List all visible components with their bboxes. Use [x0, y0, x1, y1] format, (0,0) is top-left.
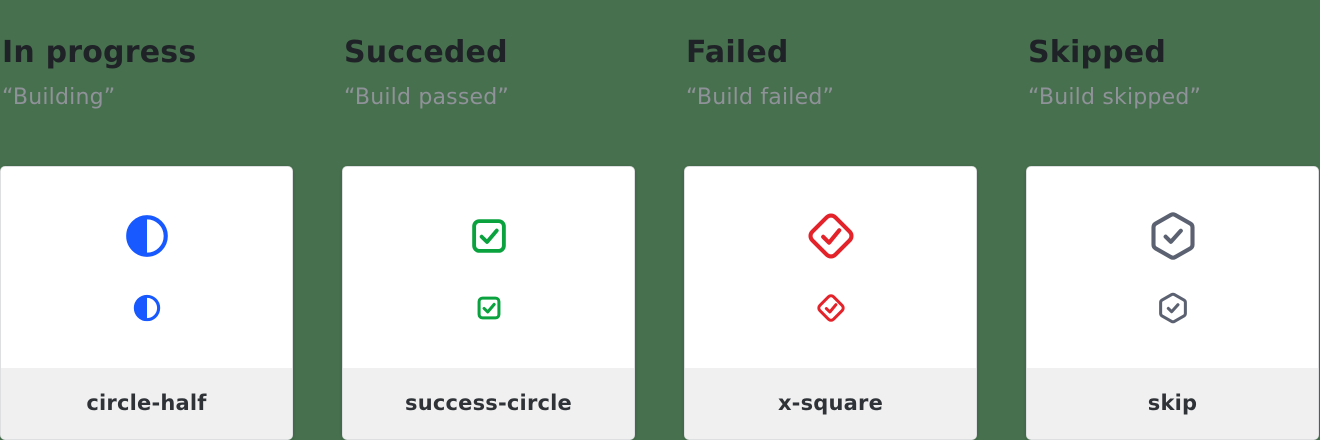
hexagon-check-icon-small — [1156, 291, 1189, 324]
status-title: In progress — [2, 35, 197, 70]
status-title: Succeded — [344, 35, 508, 70]
icon-card-footer: x-square — [685, 367, 976, 439]
status-title: Skipped — [1028, 35, 1167, 70]
status-quote: “Build skipped” — [1028, 84, 1202, 110]
status-quote: “Build failed” — [686, 84, 835, 110]
circle-half-icon-large — [122, 211, 172, 261]
check-square-icon-large — [468, 215, 510, 257]
check-square-icon-small — [475, 294, 503, 322]
icon-label: skip — [1147, 391, 1198, 416]
status-title: Failed — [686, 35, 789, 70]
status-column-succeded: Succeded “Build passed” succes — [342, 0, 635, 440]
icon-preview-area — [685, 166, 976, 368]
icon-card-skip: skip — [1026, 165, 1319, 440]
status-quote: “Building” — [2, 84, 116, 110]
circle-half-icon-small — [131, 292, 162, 323]
icon-preview-area — [1, 166, 292, 368]
icon-preview-area — [1027, 166, 1318, 368]
status-column-in-progress: In progress “Building” circle- — [0, 0, 293, 440]
status-column-failed: Failed “Build failed” x-square — [684, 0, 977, 440]
status-quote: “Build passed” — [344, 84, 510, 110]
icon-label: circle-half — [86, 391, 207, 416]
icon-card-footer: circle-half — [1, 367, 292, 439]
icon-card-x-square: x-square — [684, 165, 977, 440]
icon-card-circle-half: circle-half — [0, 165, 293, 440]
icon-card-footer: success-circle — [343, 367, 634, 439]
icon-card-footer: skip — [1027, 367, 1318, 439]
icon-label: success-circle — [405, 391, 572, 416]
diamond-check-icon-small — [815, 292, 846, 323]
status-column-skipped: Skipped “Build skipped” skip — [1026, 0, 1319, 440]
icon-label: x-square — [777, 391, 884, 416]
diamond-check-icon-large — [805, 210, 857, 262]
icon-preview-area — [343, 166, 634, 368]
icon-card-success-circle: success-circle — [342, 165, 635, 440]
hexagon-check-icon-large — [1147, 210, 1199, 262]
